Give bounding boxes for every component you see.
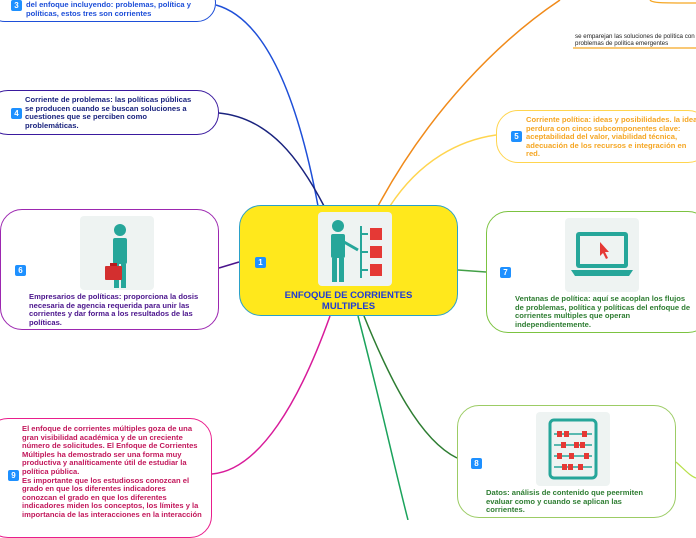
topic-badge-4: 4	[11, 108, 22, 119]
topic-node-9[interactable]	[0, 418, 212, 538]
subtopic-text[interactable]: se emparejan las soluciones de política …	[575, 33, 696, 48]
topic-text-6: Empresarios de políticas: proporciona la…	[29, 292, 199, 327]
businessman-with-briefcase-icon	[105, 224, 127, 288]
offscreen-bracket-top	[649, 0, 696, 4]
link-topic-3	[215, 4, 319, 207]
central-title-line1: ENFOQUE DE CORRIENTES	[284, 290, 413, 301]
link-topic-6	[218, 261, 240, 269]
offscreen-link-right	[675, 461, 696, 479]
topic-text-4: Corriente de problemas: las políticas pú…	[25, 95, 192, 130]
central-title-line2: MULTIPLES	[321, 301, 376, 312]
connector-lines	[211, 0, 696, 520]
link-topic-5	[389, 134, 497, 207]
central-title: ENFOQUE DE CORRIENTES MULTIPLES	[240, 290, 457, 312]
presenter-with-board-icon	[331, 220, 382, 282]
topic-badge-7: 7	[500, 267, 511, 278]
topic-text-9: El enfoque de corrientes múltiples goza …	[22, 425, 202, 520]
topic-text-5: Corriente política: ideas y posibilidade…	[526, 115, 696, 159]
link-offscreen-bottom	[357, 315, 409, 520]
topic-badge-8: 8	[471, 458, 482, 469]
topic-badge-9: 9	[8, 470, 19, 481]
link-topic-4	[218, 112, 325, 207]
abacus-tile	[536, 412, 610, 486]
central-node[interactable]: 1 ENFOQUE DE CORRIENTES MULTIPLES	[239, 205, 458, 316]
link-topic-8	[363, 315, 458, 459]
central-icon-tile	[318, 212, 392, 286]
link-topic-9	[211, 315, 331, 475]
central-badge: 1	[255, 257, 266, 268]
link-topic-2	[377, 0, 561, 207]
topic-text-8: Datos: análisis de contenido que peermit…	[486, 488, 643, 515]
laptop-tile	[565, 218, 639, 292]
topic-badge-6: 6	[15, 265, 26, 276]
topic-node-5[interactable]	[496, 110, 696, 163]
topic-text-3: del enfoque incluyendo: problemas, polít…	[26, 0, 191, 18]
abacus-icon	[548, 418, 598, 480]
link-topic-7	[457, 269, 487, 273]
laptop-cursor-icon	[571, 232, 633, 276]
topic-node-4[interactable]	[0, 90, 219, 135]
topic-badge-3: 3	[11, 0, 22, 11]
topic-badge-5: 5	[511, 131, 522, 142]
businessman-tile	[80, 216, 154, 290]
topic-text-7: Ventanas de política: aquí se acoplan lo…	[515, 294, 691, 329]
